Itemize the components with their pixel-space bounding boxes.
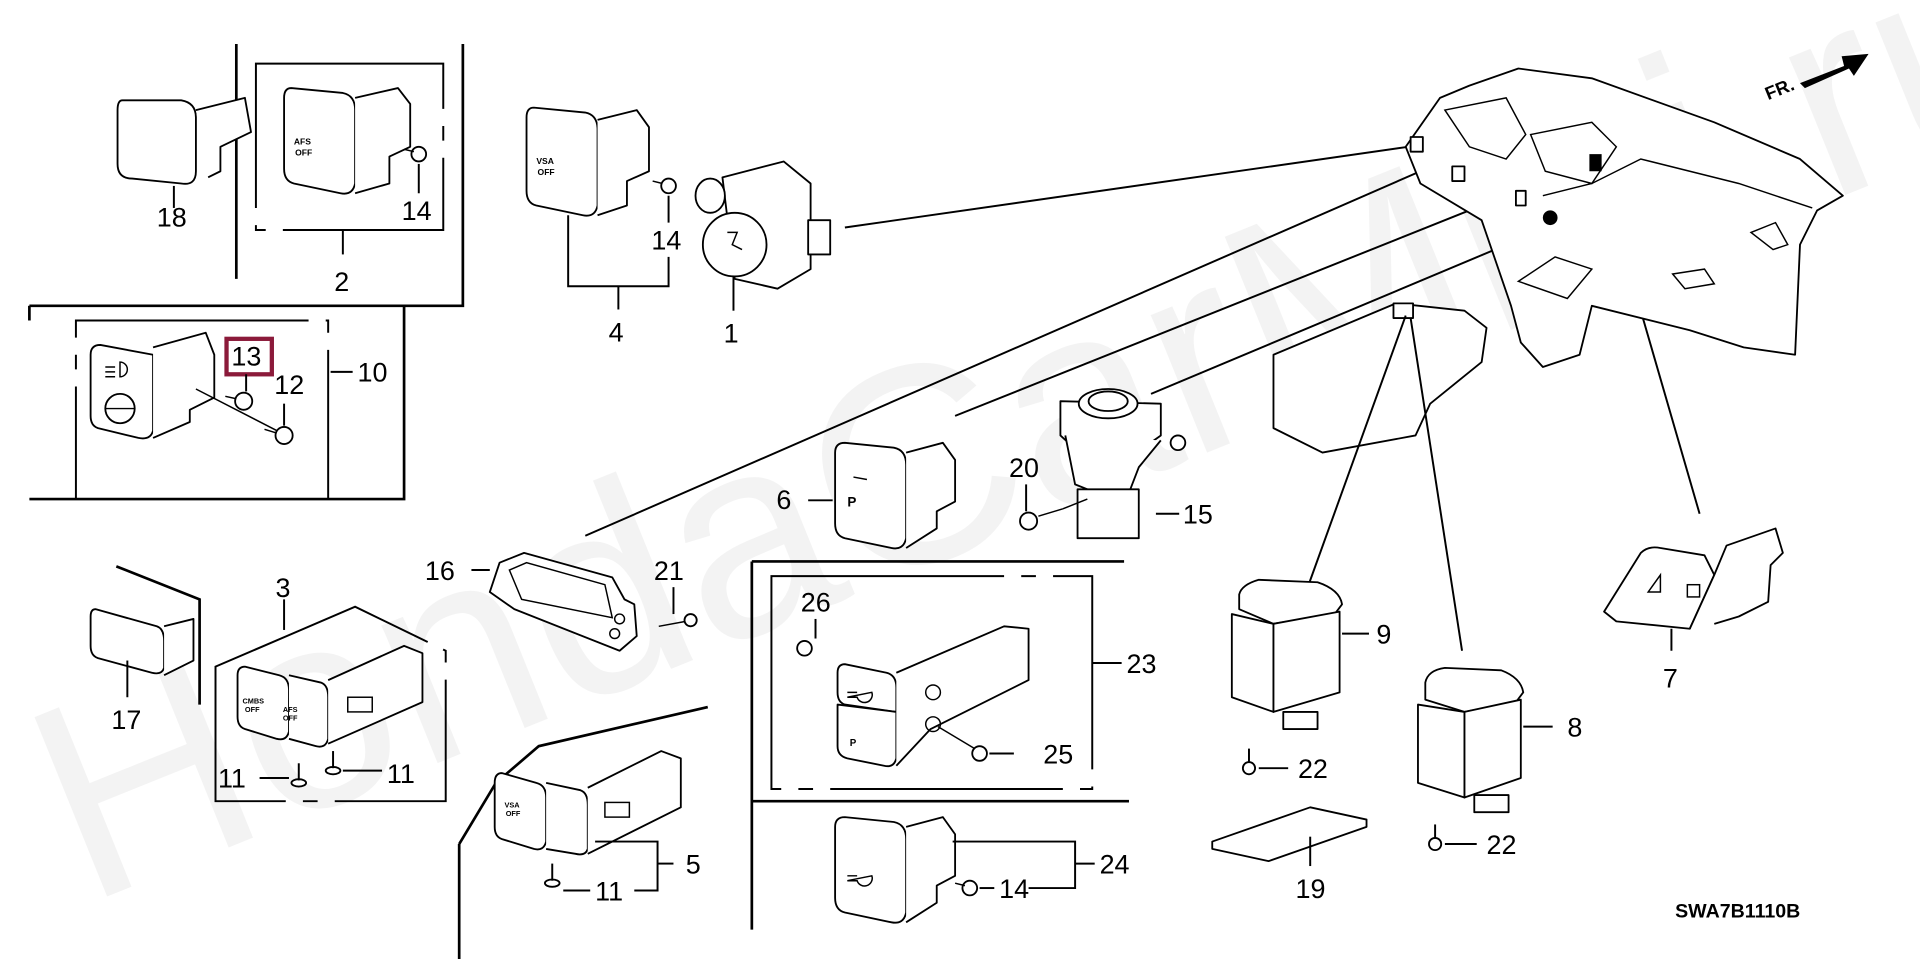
part-17-blank-cover[interactable] (89, 608, 195, 677)
callout-22a: 22 (1298, 754, 1328, 784)
callout-10: 10 (358, 358, 388, 388)
screw-12-icon (195, 388, 294, 445)
part-4-vsa-off-switch[interactable]: VSA OFF (525, 106, 650, 217)
clip-11c-icon (543, 863, 561, 888)
part-16-bezel[interactable] (488, 551, 638, 652)
screw-20-icon (1019, 498, 1088, 531)
callout-18: 18 (157, 202, 187, 232)
screw-25-icon (937, 725, 988, 762)
callout-23: 23 (1127, 649, 1157, 679)
parking-label: P (847, 494, 856, 509)
part-8-control-unit[interactable] (1417, 666, 1525, 814)
svg-text:P: P (850, 738, 857, 749)
callout-25: 25 (1043, 739, 1073, 769)
dashboard-assembly (1404, 67, 1844, 368)
highlight-box-13 (224, 336, 274, 377)
screw-22b-icon (1428, 824, 1443, 852)
steering-column-cover (1272, 302, 1488, 454)
part-1-mirror-switch[interactable] (694, 160, 832, 290)
part-5-vsa-switch[interactable]: VSA OFF (493, 750, 682, 856)
callout-21: 21 (654, 556, 684, 586)
callout-6: 6 (776, 485, 791, 515)
part-9-control-unit[interactable] (1230, 578, 1343, 730)
callout-14b: 14 (651, 226, 681, 256)
part-15-ignition-switch[interactable] (1059, 388, 1187, 540)
part-24-fog-light-switch[interactable] (834, 816, 957, 924)
arrow-right-icon (1800, 53, 1869, 89)
afs2-label-1: AFS (283, 705, 298, 714)
leader-15 (1150, 238, 1519, 395)
callout-17: 17 (111, 705, 141, 735)
callout-12: 12 (274, 370, 304, 400)
callout-14a: 14 (402, 196, 432, 226)
part-2-afs-off-switch[interactable]: AFS OFF (283, 87, 412, 195)
screw-14c-icon (954, 879, 979, 897)
afs-label-2: OFF (295, 147, 312, 157)
leader-16 (584, 170, 1421, 537)
part-23-fog-parking-switch[interactable]: P (836, 625, 1030, 768)
callout-9: 9 (1376, 619, 1391, 649)
group-box-3 (214, 605, 447, 803)
part-7-hazard-switch[interactable] (1603, 527, 1784, 630)
callout-16: 16 (425, 556, 455, 586)
clip-11b-icon (324, 751, 342, 776)
callout-8: 8 (1567, 712, 1582, 742)
screw-14b-icon (652, 177, 677, 223)
callout-4: 4 (609, 317, 624, 347)
callout-14c: 14 (999, 874, 1029, 904)
clip-11a-icon (290, 763, 308, 788)
callout-11c: 11 (595, 876, 623, 906)
callout-11b: 11 (387, 759, 415, 789)
leader-9 (1306, 315, 1407, 588)
callout-22b: 22 (1487, 830, 1517, 860)
callout-19: 19 (1296, 874, 1326, 904)
callout-20: 20 (1009, 453, 1039, 483)
vsa-label-1: VSA (536, 156, 554, 166)
callout-15: 15 (1183, 500, 1213, 530)
leader-6 (954, 194, 1507, 417)
cmbs-label-2: OFF (245, 705, 260, 714)
callout-3: 3 (276, 573, 291, 603)
clip-26-icon (796, 618, 817, 657)
screw-13-icon[interactable] (225, 391, 254, 411)
callout-11a: 11 (218, 764, 246, 794)
callout-5: 5 (686, 849, 701, 879)
callout-2: 2 (334, 267, 349, 297)
callout-26: 26 (801, 588, 831, 618)
vsa2-label-1: VSA (504, 800, 520, 809)
vsa-label-2: OFF (538, 167, 555, 177)
diagram-code: SWA7B1110B (1675, 900, 1800, 922)
cmbs-label-1: CMBS (242, 696, 264, 705)
afs-label-1: AFS (294, 136, 311, 146)
screw-22a-icon (1241, 748, 1257, 776)
callout-24: 24 (1100, 849, 1130, 879)
callout-7: 7 (1663, 663, 1678, 693)
leader-1 (844, 145, 1409, 229)
group-box-10 (74, 319, 330, 501)
vsa2-label-2: OFF (506, 809, 521, 818)
group-box-23 (770, 575, 1094, 790)
part-18-blank-cover[interactable] (116, 96, 252, 208)
group-box-2 (254, 62, 445, 231)
callout-1: 1 (724, 319, 739, 349)
part-6-parking-sensor-switch[interactable]: P (834, 441, 957, 550)
screw-14a-icon (403, 145, 428, 194)
part-19-pad[interactable] (1211, 806, 1368, 863)
part-3-cmbs-afs-switch[interactable]: CMBS OFF AFS OFF (236, 644, 424, 748)
callout-13[interactable]: 13 (231, 342, 261, 372)
leader-8 (1409, 317, 1464, 651)
screw-21-icon (658, 613, 698, 628)
part-10-headlight-leveling-switch[interactable] (89, 331, 216, 440)
afs2-label-2: OFF (283, 713, 298, 722)
